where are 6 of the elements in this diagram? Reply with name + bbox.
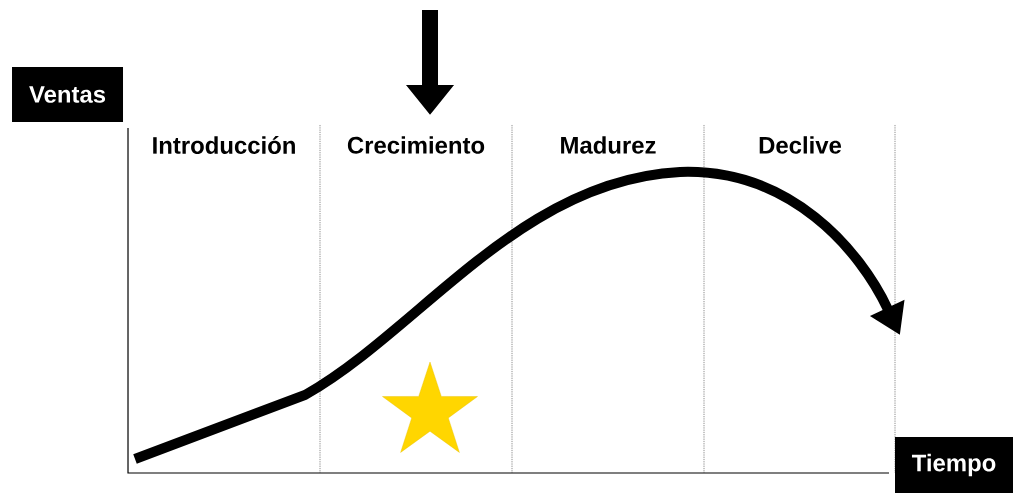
stage-label: Declive: [759, 136, 842, 154]
axis-label-box: Ventas: [12, 67, 123, 122]
stage-label: Crecimiento: [347, 136, 485, 154]
stage-label: Madurez: [561, 136, 656, 154]
stage-label: Introducción: [153, 136, 295, 154]
axis-label-box: Tiempo: [895, 437, 1013, 493]
